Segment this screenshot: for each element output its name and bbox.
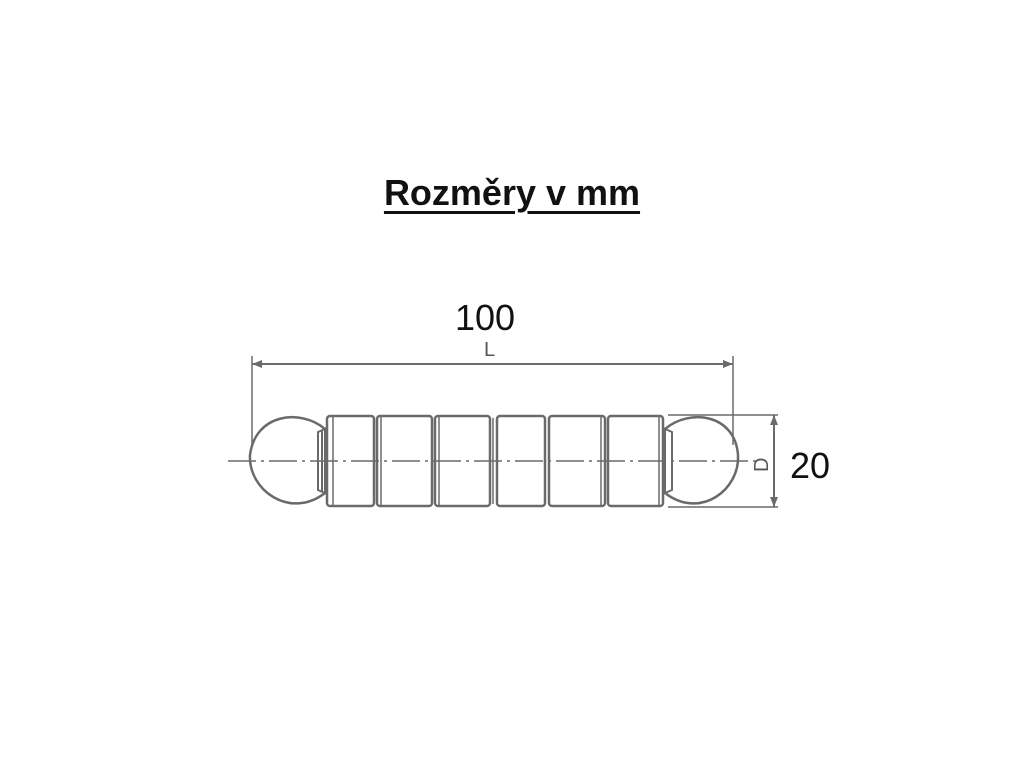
segment-2 — [375, 414, 434, 508]
segment-6 — [606, 414, 665, 508]
drawing-title: Rozměry v mm — [383, 172, 641, 213]
right-ball-end — [664, 415, 740, 505]
left-ball-end — [248, 415, 326, 505]
diameter-value-label: 20 — [790, 445, 831, 486]
diameter-symbol: D — [751, 458, 773, 472]
diameter-arrow-top — [770, 415, 778, 425]
length-value-label: 100 — [455, 297, 516, 338]
right-neck — [664, 427, 673, 495]
length-symbol: L — [484, 339, 495, 361]
segment-1 — [325, 414, 376, 508]
left-neck — [317, 427, 326, 495]
segment-4 — [495, 414, 547, 508]
segment-5 — [547, 414, 607, 508]
diameter-arrow-bottom — [770, 497, 778, 507]
segment-3 — [433, 414, 492, 508]
length-arrow-right — [723, 360, 733, 368]
length-arrow-left — [252, 360, 262, 368]
